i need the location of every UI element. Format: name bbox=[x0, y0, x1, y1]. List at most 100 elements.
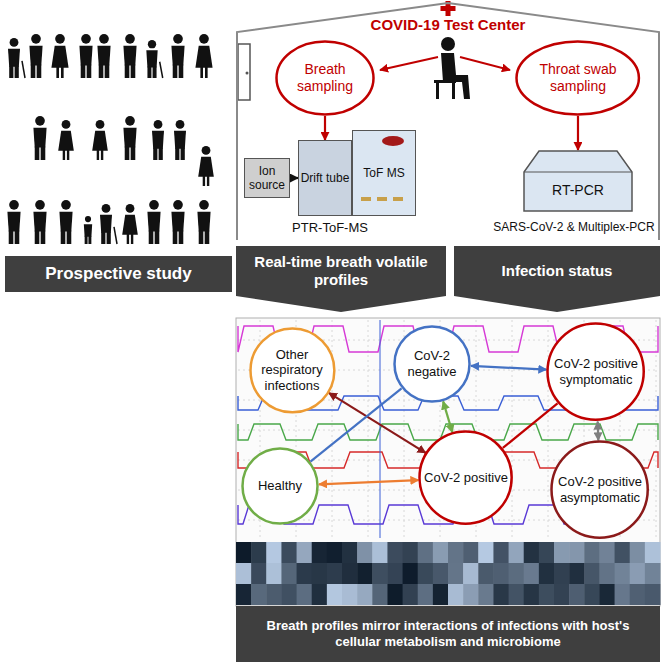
outline-ellipse bbox=[552, 442, 648, 538]
person-icon bbox=[7, 200, 20, 244]
tof-ms-box: ToF MS bbox=[352, 130, 416, 216]
heatmap-cell bbox=[357, 584, 373, 605]
heatmap-cell bbox=[387, 563, 403, 584]
heatmap-cell bbox=[630, 584, 646, 605]
house-wall bbox=[237, 3, 659, 240]
caption-label: SARS-CoV-2 & Multiplex-PCR bbox=[493, 220, 654, 234]
heatmap-cell bbox=[478, 584, 494, 605]
heatmap-cell bbox=[509, 563, 525, 584]
node-text: CoV-2 positive asymptomatic bbox=[558, 474, 642, 505]
text-block: Prospective study bbox=[45, 264, 191, 284]
person-icon bbox=[171, 200, 184, 244]
text-block: Infection status bbox=[502, 262, 613, 280]
heatmap-cell bbox=[297, 542, 313, 563]
ion-plate bbox=[393, 197, 403, 201]
outline-ellipse bbox=[243, 449, 318, 524]
outline-ellipse bbox=[517, 42, 639, 115]
heatmap-cell bbox=[599, 542, 615, 563]
stage-band: Prospective study bbox=[5, 256, 232, 292]
connector bbox=[329, 393, 426, 453]
heatmap-cell bbox=[630, 542, 646, 563]
connector bbox=[319, 480, 418, 484]
heatmap-cell bbox=[615, 584, 631, 605]
heatmap-cell bbox=[433, 542, 449, 563]
heatmap-cell bbox=[387, 542, 403, 563]
heatmap-cell bbox=[312, 563, 328, 584]
heatmap-cell bbox=[281, 563, 297, 584]
person-icon bbox=[174, 120, 186, 160]
heatmap-cell bbox=[342, 563, 358, 584]
pcr-device: RT-PCR bbox=[523, 150, 633, 212]
connector bbox=[503, 403, 558, 448]
heatmap-cell bbox=[524, 563, 540, 584]
text-block: CoV-2 positive bbox=[424, 470, 508, 486]
text-block: CoV-2 positive asymptomatic bbox=[558, 474, 642, 505]
heatmap-cell bbox=[493, 563, 509, 584]
node-text: Breath profiles mirror interactions of i… bbox=[267, 618, 630, 649]
person-icon bbox=[97, 34, 110, 78]
ion-plate bbox=[377, 197, 387, 201]
person-icon bbox=[147, 200, 160, 244]
chart-panel bbox=[236, 318, 660, 606]
person-icon bbox=[195, 34, 212, 78]
person-icon bbox=[152, 120, 164, 160]
heatmap-cell bbox=[372, 584, 388, 605]
node-text: CoV-2 negative bbox=[407, 348, 456, 379]
door bbox=[238, 44, 250, 100]
text-block: Healthy bbox=[258, 478, 302, 494]
heatmap-cell bbox=[251, 542, 267, 563]
heatmap-cell bbox=[599, 584, 615, 605]
heatmap-cell bbox=[463, 563, 479, 584]
heatmap-cell bbox=[372, 563, 388, 584]
text-block: RT-PCR bbox=[552, 182, 604, 199]
person-icon bbox=[58, 120, 74, 160]
heatmap-cell bbox=[615, 542, 631, 563]
connector bbox=[597, 422, 600, 441]
ion-source-box: Ion source bbox=[244, 158, 290, 198]
node-text: RT-PCR bbox=[552, 182, 604, 198]
flow-arrow bbox=[460, 57, 510, 70]
group-circle: CoV-2 negative bbox=[393, 325, 471, 403]
heatmap-cell bbox=[493, 584, 509, 605]
person-icon bbox=[197, 200, 210, 244]
heatmap-cell bbox=[327, 584, 343, 605]
heatmap-cell bbox=[266, 584, 282, 605]
heatmap-cell bbox=[448, 563, 464, 584]
person-icon bbox=[122, 204, 138, 244]
sampling-ellipse: Throat swab sampling bbox=[515, 40, 640, 116]
person-icon bbox=[92, 120, 108, 160]
node-text: Real-time breath volatile profiles bbox=[254, 253, 427, 288]
chevron bbox=[454, 246, 660, 312]
heatmap-cell bbox=[403, 542, 419, 563]
node-text: CoV-2 positive symptomatic bbox=[554, 356, 638, 387]
node-text: Healthy bbox=[258, 478, 302, 493]
outline-ellipse bbox=[277, 42, 374, 115]
heatmap-cell bbox=[478, 542, 494, 563]
person-icon bbox=[59, 200, 72, 244]
seated-person bbox=[434, 37, 470, 99]
marker-line bbox=[380, 320, 381, 538]
heatmap-cell bbox=[645, 542, 661, 563]
person-icon bbox=[171, 34, 184, 78]
text-block: COVID-19 Test Center bbox=[236, 16, 660, 34]
heatmap-cell bbox=[236, 563, 252, 584]
person-icon bbox=[123, 116, 136, 160]
text-block: Real-time breath volatile profiles bbox=[246, 253, 436, 289]
heatmap-cell bbox=[539, 584, 555, 605]
heatmap-cell bbox=[615, 563, 631, 584]
heatmap-cell bbox=[554, 584, 570, 605]
heatmap-cell bbox=[297, 563, 313, 584]
stage-band: Real-time breath volatile profiles bbox=[236, 246, 446, 312]
heatmap-cell bbox=[463, 584, 479, 605]
text-block: Breath sampling bbox=[285, 61, 365, 95]
text-block: Ion source bbox=[245, 164, 289, 193]
person-icon bbox=[100, 204, 117, 244]
node-text: ToF MS bbox=[363, 166, 404, 180]
connector bbox=[324, 116, 326, 140]
heatmap-cell bbox=[236, 584, 252, 605]
person-icon bbox=[33, 200, 46, 244]
node-text: Prospective study bbox=[45, 264, 191, 283]
heatmap-cell bbox=[312, 584, 328, 605]
heatmap-cell bbox=[418, 584, 434, 605]
node-text: Breath sampling bbox=[297, 61, 353, 94]
